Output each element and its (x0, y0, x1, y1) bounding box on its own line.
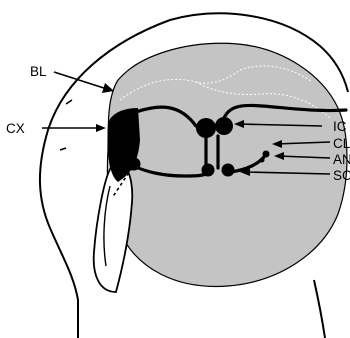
nucleus-sc-left (202, 164, 215, 177)
nucleus-an (128, 158, 141, 171)
nucleus-sc-right (222, 164, 235, 177)
arrowhead-bl (102, 83, 114, 93)
label-sc: SC (333, 168, 350, 183)
nucleus-cl-2 (260, 158, 265, 163)
label-bl: BL (30, 64, 47, 79)
neck-outline (314, 280, 325, 338)
face-mark (66, 100, 72, 104)
ear (94, 163, 133, 292)
label-cl: CL (333, 136, 350, 151)
label-an: AN (333, 152, 350, 167)
nucleus-ic-left (196, 118, 216, 138)
label-cx: CX (6, 121, 25, 136)
nucleus-ic-right (215, 117, 233, 135)
nucleus-cl (263, 151, 270, 158)
face-mark (60, 148, 66, 150)
label-ic: IC (333, 119, 347, 134)
arrowhead-cx (96, 124, 106, 132)
